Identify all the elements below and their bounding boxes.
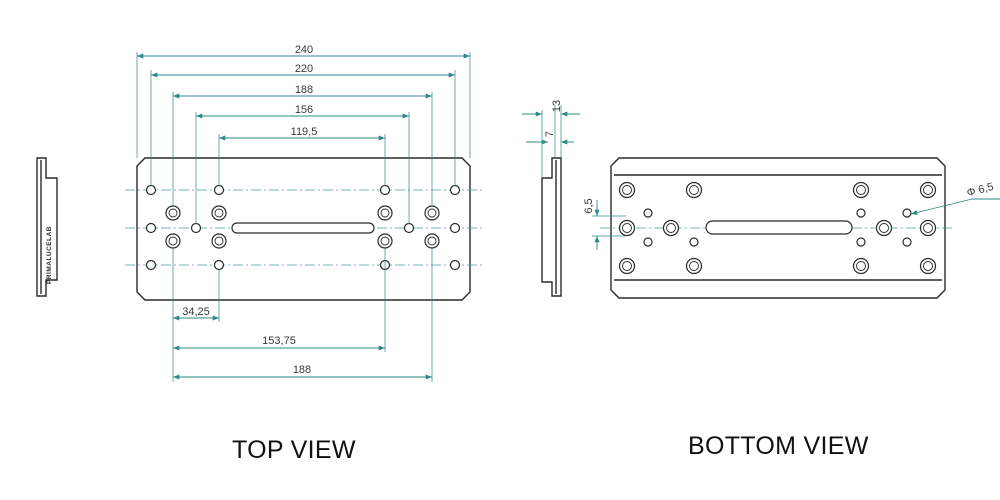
brand-text: PRIMALUCELAB xyxy=(46,226,53,284)
bottom-view-caption: BOTTOM VIEW xyxy=(688,432,869,460)
dim-thickness-step: 7 xyxy=(544,131,556,137)
top-view-holes xyxy=(145,184,461,271)
dim-bottom-offset: 6,5 xyxy=(583,198,595,213)
side-view-left: PRIMALUCELAB xyxy=(36,157,58,297)
bottom-view-holes xyxy=(618,181,937,275)
dim-outer-hole-span: 220 xyxy=(295,63,313,75)
dim-thickness-total: 13 xyxy=(551,100,563,112)
top-view: 240 220 188 156 119,5 34,25 153,75 188 xyxy=(125,44,482,382)
dim-hole-offset: 34,25 xyxy=(182,306,210,318)
dim-span-153-75: 153,75 xyxy=(262,335,296,347)
bottom-view: 6,5 Φ 6,5 xyxy=(583,157,1000,299)
bottom-view-slot xyxy=(705,220,853,235)
top-view-caption: TOP VIEW xyxy=(232,436,356,464)
side-view-right: 13 7 xyxy=(522,100,580,297)
dim-hole-span-188-bottom: 188 xyxy=(293,364,311,376)
top-view-slot xyxy=(231,222,375,234)
dim-hole-span-188-top: 188 xyxy=(295,84,313,96)
dim-hole-span-156: 156 xyxy=(295,104,313,116)
dim-hole-diameter: Φ 6,5 xyxy=(966,181,995,200)
dim-slot-span: 119,5 xyxy=(291,126,318,138)
dim-overall-length: 240 xyxy=(295,44,313,56)
